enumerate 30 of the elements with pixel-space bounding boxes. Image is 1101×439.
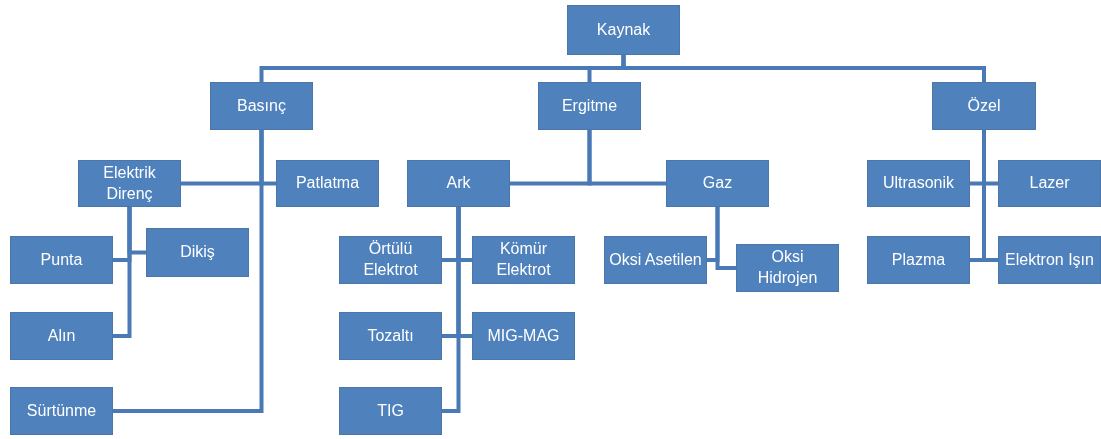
process-box: Ultrasonik (867, 160, 970, 207)
process-box: Oksi Hidrojen (736, 244, 839, 292)
connector-line (587, 130, 666, 186)
connector-line (621, 55, 986, 82)
connector-line (113, 130, 264, 413)
process-box: Elektron Işın (998, 236, 1101, 284)
process-box: Lazer (998, 160, 1101, 207)
process-box: Plazma (867, 236, 970, 284)
process-box: Sürtünme (10, 387, 113, 435)
process-box: Ergitme (538, 82, 641, 130)
process-box: Gaz (666, 160, 769, 207)
connector-line (715, 207, 736, 270)
connector-line (982, 130, 998, 262)
process-box: Kaynak (567, 5, 680, 55)
process-box: Patlatma (276, 160, 379, 207)
process-box: Alın (10, 312, 113, 360)
process-box: Özel (932, 82, 1036, 130)
connector-line (442, 207, 461, 413)
process-box: Ark (407, 160, 510, 207)
process-box: TIG (339, 387, 442, 435)
process-box: Punta (10, 236, 113, 284)
process-box: Elektrik Direnç (78, 160, 181, 207)
process-box: MIG-MAG (472, 312, 575, 360)
process-box: Kömür Elektrot (472, 236, 575, 284)
process-box: Oksi Asetilen (604, 236, 707, 284)
process-box: Örtülü Elektrot (339, 236, 442, 284)
process-box: Basınç (210, 82, 313, 130)
process-box: Tozaltı (339, 312, 442, 360)
process-box: Dikiş (146, 228, 249, 277)
connector-line (113, 207, 132, 338)
